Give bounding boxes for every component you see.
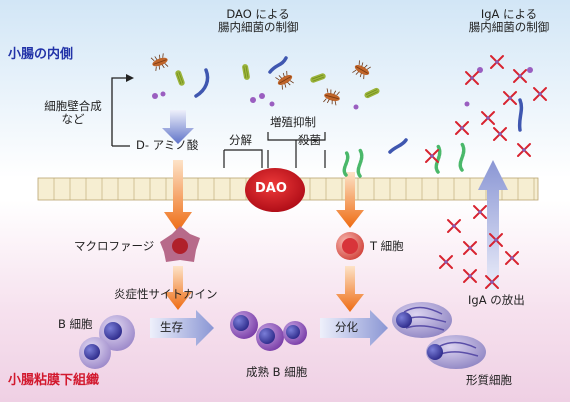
arrow-to-t-cell — [336, 172, 364, 228]
arrow-from-t-cell — [336, 266, 364, 312]
plasma-cell-label: 形質細胞 — [466, 373, 512, 387]
submucosa-region-label: 小腸粘膜下組織 — [8, 373, 100, 388]
mature-b-cell-icon — [230, 311, 307, 351]
decompose-label: 分解 — [229, 133, 252, 147]
d-amino-acid-label: D- アミノ酸 — [136, 138, 199, 152]
plasma-cell-icon — [392, 302, 486, 369]
dao-heading-line1: DAO による — [226, 7, 290, 21]
sterilize-label: 殺菌 — [298, 133, 321, 147]
iga-heading-line1: IgA による — [480, 7, 538, 21]
mature-b-cell-label: 成熟 B 細胞 — [246, 365, 308, 379]
iga-heading: IgA による 腸内細菌の制御 — [466, 7, 552, 35]
b-cell-label: B 細胞 — [58, 317, 93, 331]
cell-wall-line1: 細胞壁合成 — [44, 99, 102, 113]
lumen-region-label: 小腸の内側 — [8, 47, 74, 62]
growth-inhibit-label: 増殖抑制 — [270, 115, 316, 129]
t-cell-icon — [336, 232, 364, 260]
cell-wall-label: 細胞壁合成 など — [38, 99, 108, 127]
arrow-differentiation — [320, 310, 388, 346]
iga-release-label: IgA の放出 — [468, 293, 525, 307]
macrophage-icon — [160, 226, 200, 262]
dao-label: DAO — [255, 181, 287, 196]
dao-disc — [245, 168, 305, 212]
cell-wall-line2: など — [61, 112, 85, 127]
dao-heading: DAO による 腸内細菌の制御 — [218, 7, 299, 35]
macrophage-label: マクロファージ — [74, 239, 155, 253]
dao-heading-line2: 腸内細菌の制御 — [218, 20, 299, 35]
t-cell-label: T 細胞 — [370, 239, 404, 253]
arrow-survival — [150, 310, 214, 346]
iga-heading-line2: 腸内細菌の制御 — [468, 20, 550, 35]
differentiation-label: 分化 — [335, 320, 358, 334]
cytokine-label: 炎症性サイトカイン — [114, 287, 218, 301]
arrow-cytokine — [164, 266, 192, 310]
arrow-iga-release — [478, 160, 508, 290]
survival-label: 生存 — [160, 320, 183, 334]
b-cell-icon — [79, 315, 135, 369]
arrow-to-macrophage — [164, 160, 192, 232]
